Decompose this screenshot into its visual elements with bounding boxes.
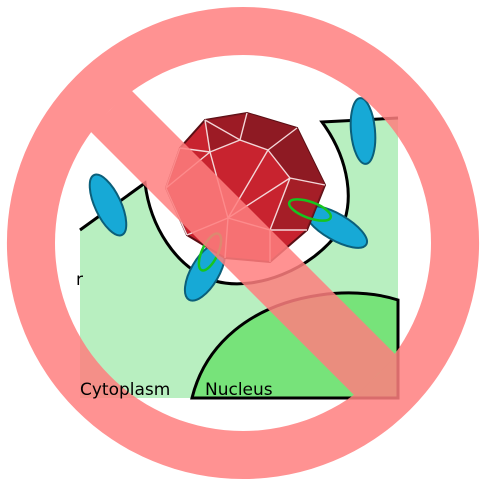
cytoplasm-label: Cytoplasm (80, 380, 170, 400)
nucleus-label: Nucleus (205, 380, 273, 400)
prohibition-sign-icon (7, 7, 479, 479)
clipped-label: r (76, 270, 83, 290)
